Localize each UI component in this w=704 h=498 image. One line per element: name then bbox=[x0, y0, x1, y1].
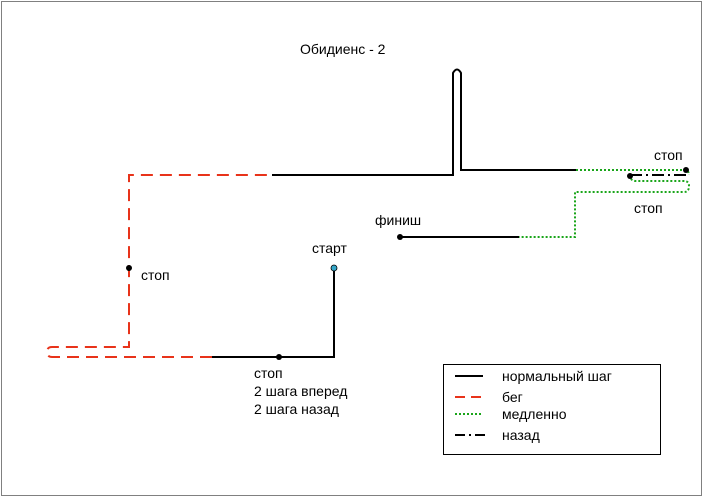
stop-marker-bottom bbox=[276, 354, 282, 360]
legend: нормальный шаг бег медленно назад bbox=[443, 364, 661, 455]
legend-label-run: бег bbox=[502, 389, 523, 405]
path-run-loop bbox=[45, 174, 272, 358]
legend-label-back: назад bbox=[502, 427, 540, 443]
label-steps-back: 2 шага назад bbox=[254, 401, 339, 417]
label-stop-right-bottom: стоп bbox=[634, 200, 663, 216]
path-slow-return bbox=[519, 174, 691, 238]
label-stop-right-top: стоп bbox=[654, 147, 683, 163]
stop-marker-left bbox=[126, 265, 132, 271]
legend-box bbox=[443, 364, 661, 455]
label-steps-forward: 2 шага вперед bbox=[254, 383, 347, 399]
label-stop-left: стоп bbox=[141, 267, 170, 283]
start-marker bbox=[330, 264, 338, 272]
label-start: старт bbox=[312, 240, 348, 256]
path-start-normal bbox=[212, 268, 335, 358]
diagram-title: Обидиенс - 2 bbox=[300, 41, 386, 57]
label-stop-bottom: стоп bbox=[254, 365, 283, 381]
legend-label-slow: медленно bbox=[502, 406, 567, 422]
finish-marker bbox=[397, 234, 403, 240]
path-normal-uturn bbox=[272, 68, 576, 176]
label-finish: финиш bbox=[375, 212, 421, 228]
stop-marker-right-bottom bbox=[627, 173, 633, 179]
stop-marker-right-top bbox=[683, 167, 689, 173]
legend-label-normal: нормальный шаг bbox=[502, 368, 612, 384]
